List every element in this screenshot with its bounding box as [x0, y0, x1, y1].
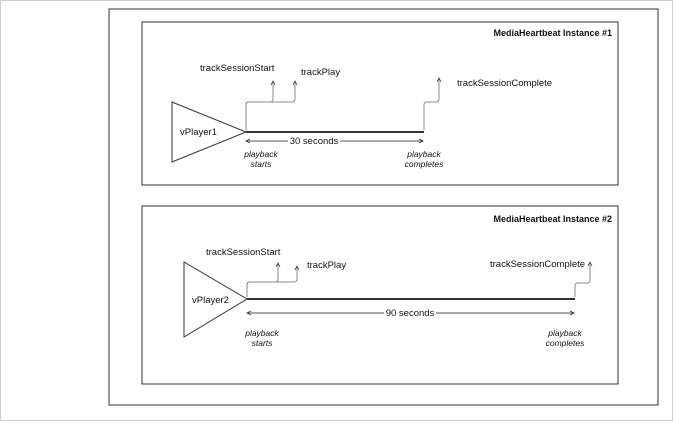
track-session-complete-arrow-2	[574, 262, 590, 297]
playback-completes-line1-1: playback	[406, 149, 441, 159]
vplayer2-triangle	[183, 261, 248, 338]
duration-label-1: 30 seconds	[290, 136, 339, 147]
track-session-start-label-2: trackSessionStart	[206, 247, 281, 258]
playback-starts-line2-2: starts	[252, 338, 274, 348]
instance-2-box	[141, 205, 619, 385]
instance-1-title: MediaHeartbeat Instance #1	[493, 28, 612, 38]
track-session-start-label-1: trackSessionStart	[200, 63, 275, 74]
track-session-start-arrow-2	[246, 263, 278, 297]
track-play-label-1: trackPlay	[301, 67, 340, 78]
vplayer1-label: vPlayer1	[180, 127, 217, 138]
track-play-arrow-2	[246, 266, 297, 297]
instance-1: MediaHeartbeat Instance #1 vPlayer1 trac…	[141, 21, 619, 186]
instance-1-box	[141, 21, 619, 186]
playback-starts-line2-1: starts	[251, 159, 273, 169]
track-play-arrow-1	[245, 81, 295, 130]
instance-2-title: MediaHeartbeat Instance #2	[493, 214, 612, 224]
playback-starts-line1-2: playback	[244, 328, 279, 338]
track-session-complete-arrow-1	[423, 78, 439, 130]
instance-2: MediaHeartbeat Instance #2 vPlayer2 trac…	[141, 205, 619, 385]
track-session-complete-label-2: trackSessionComplete	[490, 259, 585, 270]
vplayer1-triangle	[171, 101, 248, 163]
playback-completes-line1-2: playback	[547, 328, 582, 338]
duration-label-2: 90 seconds	[386, 308, 435, 319]
playback-completes-line2-2: completes	[546, 338, 585, 348]
track-session-complete-label-1: trackSessionComplete	[457, 78, 552, 89]
outer-container	[108, 8, 659, 406]
playback-completes-line2-1: completes	[405, 159, 444, 169]
playback-starts-line1-1: playback	[243, 149, 278, 159]
track-session-start-arrow-1	[245, 81, 273, 130]
track-play-label-2: trackPlay	[307, 260, 346, 271]
vplayer2-label: vPlayer2	[192, 295, 229, 306]
